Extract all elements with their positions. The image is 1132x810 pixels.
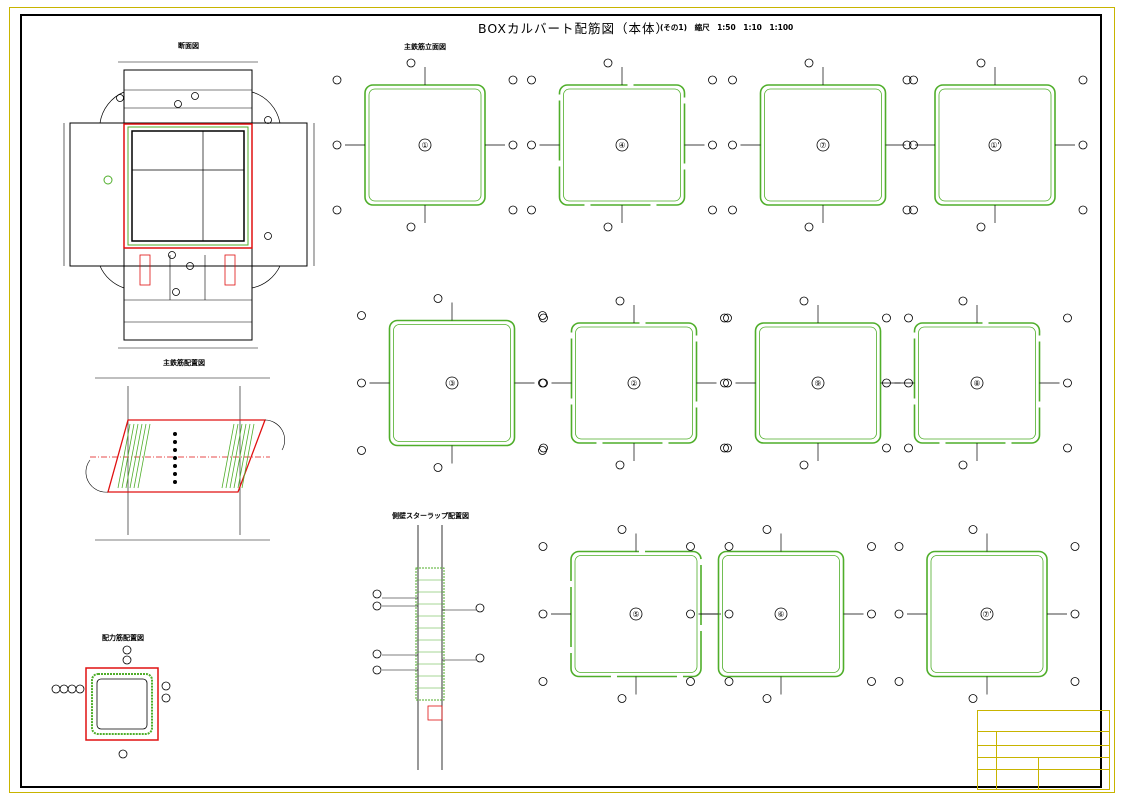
rebar-shape-2: ④ (527, 58, 717, 232)
rebar-shape-10: ⑥ (686, 525, 876, 703)
rebar-shapes: ① ④ ⑦ ①' ③ ② ⑨ ⑧ ⑤ ⑥ ⑦' (332, 58, 1088, 703)
rebar-shape-5: ③ (357, 294, 547, 472)
rebar-shape-1: ① (332, 58, 518, 232)
rebar-shape-id: ⑦' (982, 610, 991, 619)
rebar-shape-8: ⑧ (882, 296, 1072, 470)
rebar-shape-3: ⑦ (728, 58, 918, 232)
distribution-bar-label: 配力筋配置図 (102, 634, 144, 642)
rebar-shape-id: ①' (990, 141, 999, 150)
rebar-shape-id: ③ (448, 379, 455, 388)
rebar-shape-7: ⑨ (723, 296, 913, 470)
distribution-bar-view (51, 645, 171, 759)
rebar-shape-4: ①' (902, 58, 1088, 232)
drawing-title: BOXカルバート配筋図（本体） (478, 21, 669, 36)
rebar-shape-id: ⑤ (632, 610, 639, 619)
outer-frame (9, 7, 1115, 793)
drawing-border (20, 14, 1102, 788)
main-rebar-layout-label: 主鉄筋配置図 (163, 359, 205, 367)
rebar-shape-id: ⑧ (973, 379, 980, 388)
section-view-label: 断面図 (178, 42, 199, 50)
section-view (63, 61, 315, 349)
rebar-shape-11: ⑦' (894, 525, 1080, 703)
rebar-shape-id: ① (421, 141, 428, 150)
rebar-shape-id: ② (630, 379, 637, 388)
rebar-shape-id: ⑦ (819, 141, 826, 150)
stirrup-layout-label: 側壁スターラップ配置図 (392, 512, 469, 520)
main-rebar-elevation-label: 主鉄筋立面図 (404, 43, 446, 51)
stirrup-view (372, 525, 485, 770)
drawing-scale: (その1) 縮尺 1:50 1:10 1:100 (660, 23, 794, 32)
rebar-shape-id: ⑥ (777, 610, 784, 619)
rebar-shape-id: ⑨ (814, 379, 821, 388)
title-block (977, 710, 1110, 790)
rebar-shape-6: ② (539, 296, 729, 470)
main-rebar-layout-view (85, 377, 285, 541)
rebar-shape-id: ④ (618, 141, 625, 150)
